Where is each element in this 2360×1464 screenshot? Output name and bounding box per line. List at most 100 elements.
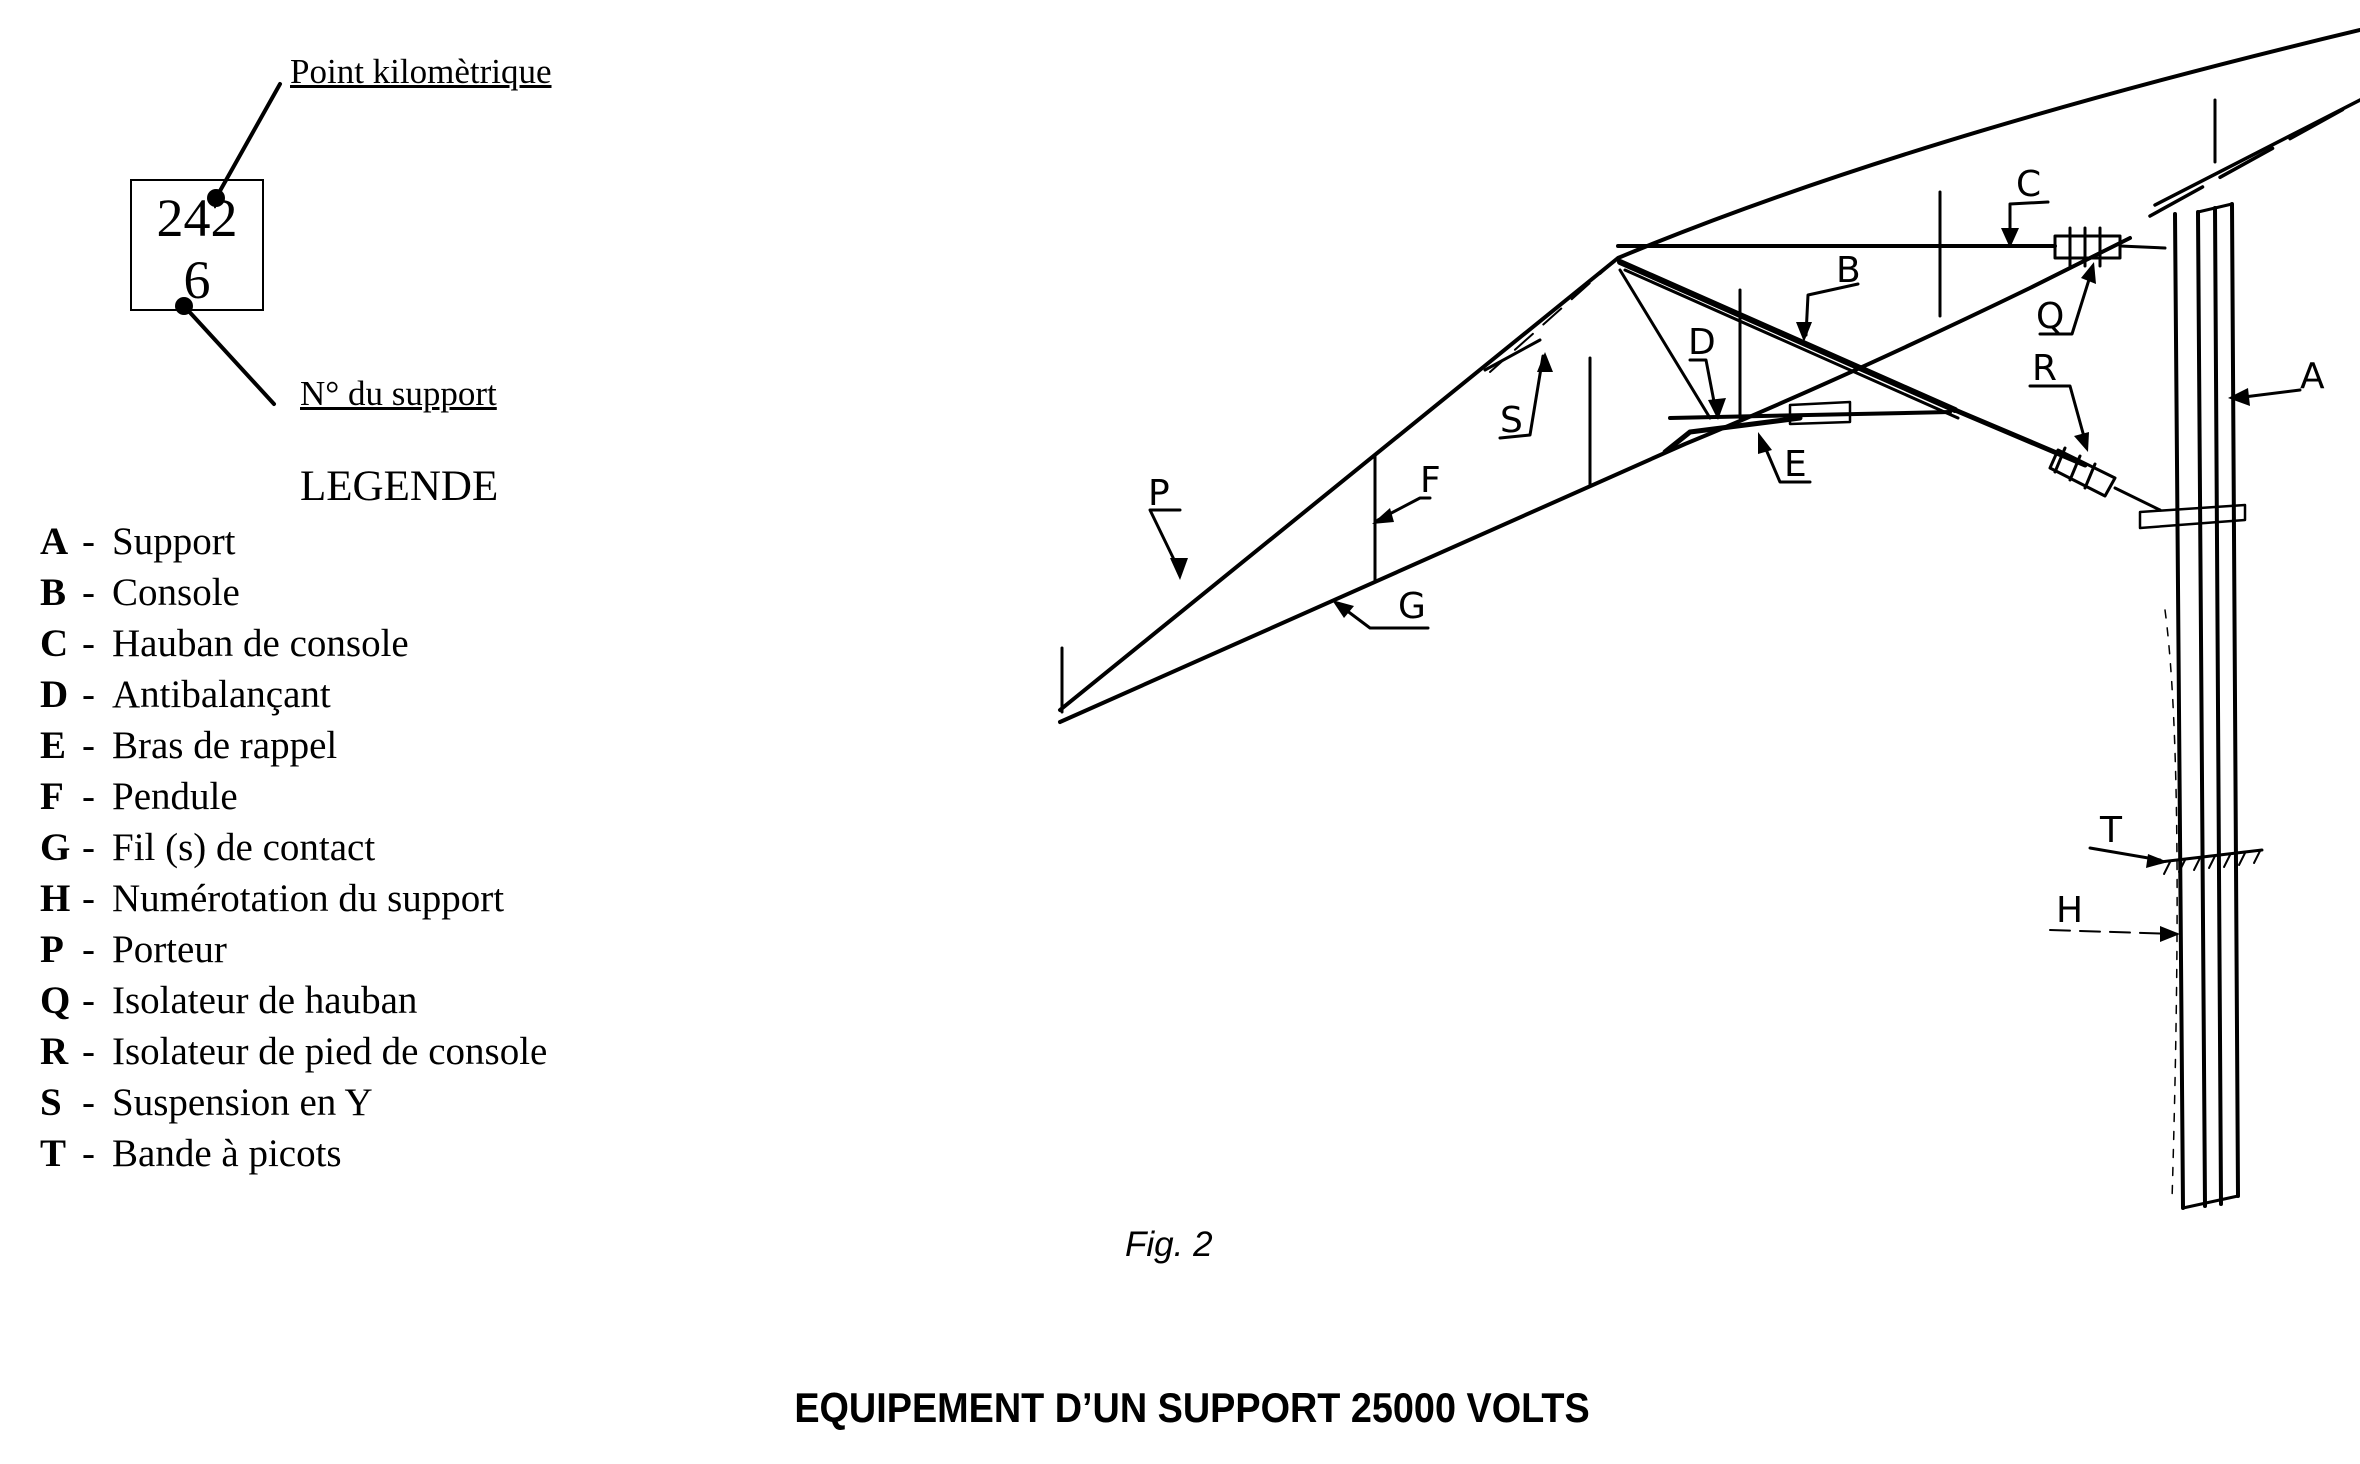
legend-code: T bbox=[40, 1132, 67, 1175]
legend-label: Antibalançant bbox=[112, 673, 331, 716]
leader-s bbox=[1498, 354, 1545, 440]
legend-code: E bbox=[40, 724, 67, 767]
leader-q bbox=[2038, 268, 2094, 336]
legend-item: S-Suspension en Y bbox=[40, 1077, 547, 1128]
y-suspension bbox=[1489, 257, 1619, 373]
arrowhead bbox=[1170, 558, 1188, 580]
legend-code: G bbox=[40, 826, 71, 869]
stay-insulator bbox=[2053, 226, 2167, 268]
ns-leader-dot bbox=[175, 297, 193, 315]
legend-code: H bbox=[40, 877, 71, 920]
legend-label: Isolateur de hauban bbox=[112, 979, 418, 1022]
contact-wire-far bbox=[2148, 98, 2360, 218]
legend-item: A-Support bbox=[40, 516, 547, 567]
arrowhead bbox=[2160, 926, 2180, 942]
drawing-label-d: D bbox=[1688, 322, 1716, 363]
legend-item: B-Console bbox=[40, 567, 547, 618]
legend-code: R bbox=[40, 1030, 69, 1073]
legend-list: A-Support B-Console C-Hauban de console … bbox=[40, 516, 547, 1179]
point-kilometrique-label: Point kilomètrique bbox=[290, 52, 552, 91]
figure-caption: Fig. 2 bbox=[1125, 1225, 1213, 1264]
pk-leader-dot bbox=[207, 189, 225, 207]
arrowhead bbox=[1796, 322, 1812, 342]
legend-item: T-Bande à picots bbox=[40, 1128, 547, 1179]
leader-p bbox=[1148, 508, 1182, 574]
legend-label: Bande à picots bbox=[112, 1132, 342, 1175]
ns-leader-line bbox=[182, 304, 276, 406]
legend-label: Suspension en Y bbox=[112, 1081, 373, 1124]
arrowhead bbox=[2074, 432, 2089, 452]
arrowhead bbox=[1758, 432, 1772, 454]
legend-item: E-Bras de rappel bbox=[40, 720, 547, 771]
mast-ends bbox=[2181, 202, 2240, 1210]
anti-climb-spikes bbox=[2163, 850, 2261, 875]
arrowhead bbox=[2228, 388, 2250, 406]
drawing-label-b: B bbox=[1836, 250, 1861, 291]
figure-title: EQUIPEMENT D’UN SUPPORT 25000 VOLTS bbox=[794, 1384, 1590, 1431]
drawing-label-e: E bbox=[1784, 444, 1807, 485]
legend-item: C-Hauban de console bbox=[40, 618, 547, 669]
console-insulator bbox=[2048, 446, 2247, 530]
arrowhead bbox=[1372, 508, 1394, 524]
leader-e bbox=[1760, 438, 1812, 484]
legend-label: Support bbox=[112, 520, 236, 563]
legend-code: D bbox=[40, 673, 69, 716]
porteur-wire bbox=[1058, 28, 2360, 712]
legend-item: P-Porteur bbox=[40, 924, 547, 975]
legend-code: A bbox=[40, 520, 69, 563]
console-foot bbox=[1952, 407, 2088, 468]
arrowhead bbox=[1708, 398, 1726, 420]
y-suspension-stitch bbox=[1483, 338, 1542, 372]
mast-hidden-line bbox=[2164, 609, 2178, 1201]
arrowhead bbox=[2081, 262, 2096, 284]
numero-support-label: N° du support bbox=[300, 374, 497, 413]
legend-item: D-Antibalançant bbox=[40, 669, 547, 720]
drawing-label-q: Q bbox=[2036, 296, 2064, 337]
legend-code: B bbox=[40, 571, 67, 614]
legend-label: Console bbox=[112, 571, 240, 614]
leader-b bbox=[1804, 282, 1860, 337]
legend-item: R-Isolateur de pied de console bbox=[40, 1026, 547, 1077]
arrowhead bbox=[2001, 228, 2019, 248]
arrowhead bbox=[1537, 352, 1553, 372]
steady-arm-hanger bbox=[1618, 268, 1712, 420]
legend-code: P bbox=[40, 928, 64, 971]
legend-title: LEGENDE bbox=[300, 463, 499, 510]
arrowhead bbox=[2146, 854, 2168, 868]
drawing-label-c: C bbox=[2016, 164, 2041, 205]
drawing-label-a: A bbox=[2300, 356, 2325, 397]
legend-item: G-Fil (s) de contact bbox=[40, 822, 547, 873]
contact-wire bbox=[1058, 236, 2132, 724]
legend-item: H-Numérotation du support bbox=[40, 873, 547, 924]
registration-arm bbox=[1662, 415, 1803, 455]
legend-code: Q bbox=[40, 979, 71, 1022]
legend-item: Q-Isolateur de hauban bbox=[40, 975, 547, 1026]
anti-climb-band bbox=[2158, 848, 2264, 864]
legend-label: Hauban de console bbox=[112, 622, 409, 665]
arrowhead bbox=[1332, 600, 1354, 618]
leader-d bbox=[1688, 358, 1718, 414]
legend-code: F bbox=[40, 775, 64, 818]
console-arm bbox=[1617, 259, 1958, 413]
legend-label: Bras de rappel bbox=[112, 724, 338, 767]
legend-label: Pendule bbox=[112, 775, 238, 818]
legend-code: S bbox=[40, 1081, 62, 1124]
drawing-label-h: H bbox=[2056, 890, 2083, 931]
leader-h bbox=[2049, 929, 2177, 935]
legend-code: C bbox=[40, 622, 69, 665]
legend-label: Fil (s) de contact bbox=[112, 826, 376, 869]
legend-item: F-Pendule bbox=[40, 771, 547, 822]
drawing-label-p: P bbox=[1148, 473, 1170, 514]
legend-label: Isolateur de pied de console bbox=[112, 1030, 548, 1073]
drawing-label-g: G bbox=[1398, 586, 1426, 627]
legend-label: Numérotation du support bbox=[112, 877, 505, 920]
drawing-label-t: T bbox=[2099, 810, 2123, 851]
legend-label: Porteur bbox=[112, 928, 227, 971]
drawing-label-s: S bbox=[1500, 400, 1523, 441]
mast-support bbox=[2173, 202, 2240, 1210]
leader-r bbox=[2028, 384, 2088, 446]
pk-leader-line bbox=[214, 82, 282, 200]
drawing-label-f: F bbox=[1420, 460, 1441, 501]
leader-f bbox=[1376, 496, 1432, 522]
